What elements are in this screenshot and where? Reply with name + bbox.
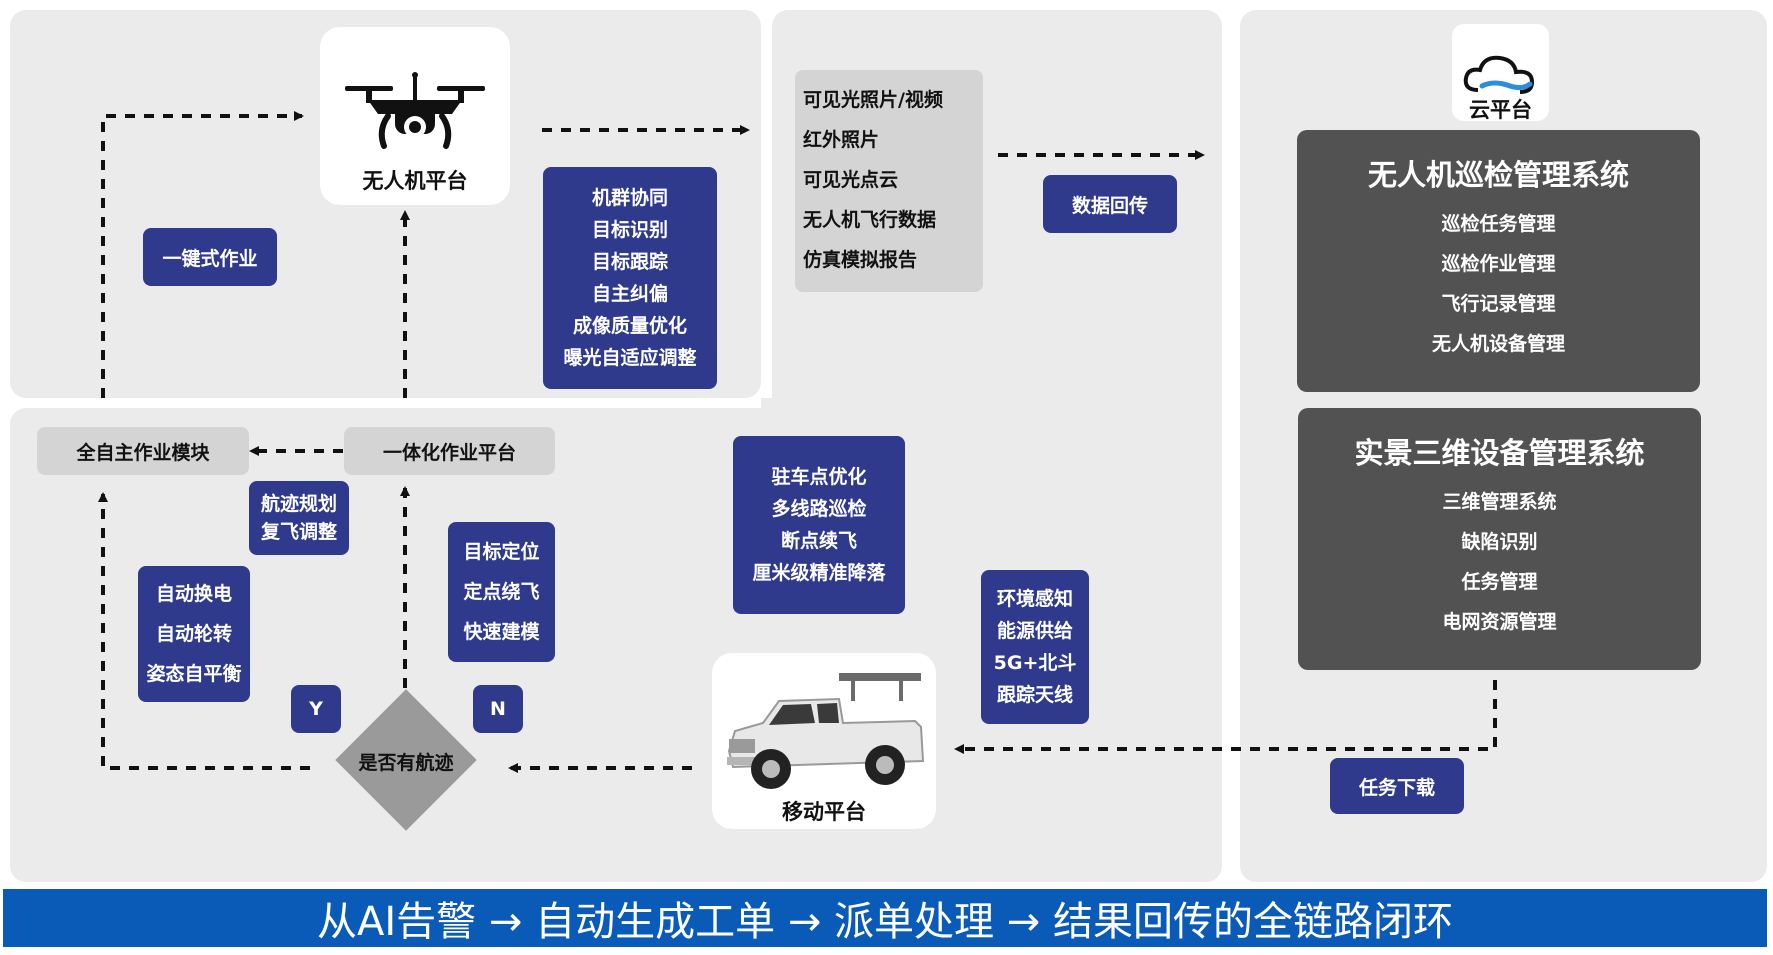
drone-icon (340, 72, 490, 162)
inspection-system-item: 巡检作业管理 (1441, 244, 1555, 284)
task-download-label: 任务下载 (1359, 773, 1435, 800)
yes-label: Y (309, 698, 323, 720)
inspection-system-item: 无人机设备管理 (1432, 324, 1565, 364)
parking-function-item: 驻车点优化 (771, 461, 866, 493)
data-type-item: 可见光照片/视频 (803, 80, 983, 120)
target-function-item: 目标定位 (463, 532, 539, 572)
capability-item: 自主纠偏 (592, 278, 668, 310)
mobile-platform-card: 移动平台 (712, 653, 936, 829)
cloud-platform-label: 云平台 (1452, 94, 1549, 124)
truck-icon (719, 665, 929, 795)
data-return-button[interactable]: 数据回传 (1043, 175, 1177, 233)
drone-platform-card: 无人机平台 (320, 27, 510, 205)
inspection-system-title: 无人机巡检管理系统 (1368, 152, 1629, 194)
one-click-label: 一键式作业 (162, 244, 257, 271)
auto-function-item: 自动轮转 (156, 614, 232, 654)
data-type-item: 仿真模拟报告 (803, 240, 983, 280)
drone-platform-label: 无人机平台 (320, 165, 510, 195)
data-type-item: 可见光点云 (803, 160, 983, 200)
target-functions-box: 目标定位 定点绕飞 快速建模 (448, 522, 555, 662)
data-type-item: 红外照片 (803, 120, 983, 160)
one-click-operation-button[interactable]: 一键式作业 (143, 228, 277, 286)
decision-no-badge: N (473, 685, 523, 733)
inspection-system-item: 巡检任务管理 (1441, 204, 1555, 244)
data-types-box: 可见光照片/视频 红外照片 可见光点云 无人机飞行数据 仿真模拟报告 (795, 70, 983, 292)
auto-functions-box: 自动换电 自动轮转 姿态自平衡 (138, 566, 250, 702)
vehicle-functions-box: 环境感知 能源供给 5G+北斗 跟踪天线 (981, 570, 1089, 724)
decision-label: 是否有航迹 (334, 748, 478, 775)
realscene-system-item: 任务管理 (1461, 562, 1537, 602)
decision-diamond: 是否有航迹 (334, 688, 478, 832)
route-planning-box: 航迹规划 复飞调整 (249, 481, 349, 555)
capability-item: 曝光自适应调整 (563, 342, 696, 374)
integrated-platform-box: 一体化作业平台 (344, 427, 555, 475)
parking-function-item: 厘米级精准降落 (752, 557, 885, 589)
parking-function-item: 断点续飞 (781, 525, 857, 557)
route-planning-item: 航迹规划 (261, 490, 337, 518)
parking-functions-box: 驻车点优化 多线路巡检 断点续飞 厘米级精准降落 (733, 436, 905, 614)
integrated-platform-label: 一体化作业平台 (383, 438, 516, 465)
autonomous-module-box: 全自主作业模块 (37, 427, 249, 475)
target-function-item: 快速建模 (463, 612, 539, 652)
banner-text: 从AI告警 → 自动生成工单 → 派单处理 → 结果回传的全链路闭环 (317, 889, 1453, 947)
summary-banner: 从AI告警 → 自动生成工单 → 派单处理 → 结果回传的全链路闭环 (3, 889, 1767, 947)
realscene-system-title: 实景三维设备管理系统 (1354, 430, 1644, 472)
route-planning-item: 复飞调整 (261, 518, 337, 546)
autonomous-module-label: 全自主作业模块 (76, 438, 209, 465)
realscene-system-item: 电网资源管理 (1442, 602, 1556, 642)
cloud-icon (1460, 50, 1540, 100)
vehicle-function-item: 环境感知 (997, 583, 1073, 615)
realscene-system-item: 缺陷识别 (1461, 522, 1537, 562)
target-function-item: 定点绕飞 (463, 572, 539, 612)
parking-function-item: 多线路巡检 (771, 493, 866, 525)
auto-function-item: 姿态自平衡 (146, 654, 241, 694)
drone-capabilities-box: 机群协同 目标识别 目标跟踪 自主纠偏 成像质量优化 曝光自适应调整 (543, 167, 717, 389)
data-return-label: 数据回传 (1072, 191, 1148, 218)
inspection-system-item: 飞行记录管理 (1441, 284, 1555, 324)
vehicle-function-item: 5G+北斗 (994, 647, 1077, 679)
realscene-3d-system: 实景三维设备管理系统 三维管理系统 缺陷识别 任务管理 电网资源管理 (1298, 408, 1701, 670)
task-download-button[interactable]: 任务下载 (1330, 758, 1464, 814)
inspection-management-system: 无人机巡检管理系统 巡检任务管理 巡检作业管理 飞行记录管理 无人机设备管理 (1297, 130, 1700, 392)
auto-function-item: 自动换电 (156, 574, 232, 614)
capability-item: 目标跟踪 (592, 246, 668, 278)
capability-item: 机群协同 (592, 182, 668, 214)
data-type-item: 无人机飞行数据 (803, 200, 983, 240)
mobile-platform-label: 移动平台 (712, 796, 936, 826)
realscene-system-item: 三维管理系统 (1442, 482, 1556, 522)
capability-item: 成像质量优化 (573, 310, 687, 342)
capability-item: 目标识别 (592, 214, 668, 246)
cloud-platform-card: 云平台 (1452, 24, 1549, 121)
vehicle-function-item: 跟踪天线 (997, 679, 1073, 711)
no-label: N (490, 698, 506, 720)
vehicle-function-item: 能源供给 (997, 615, 1073, 647)
